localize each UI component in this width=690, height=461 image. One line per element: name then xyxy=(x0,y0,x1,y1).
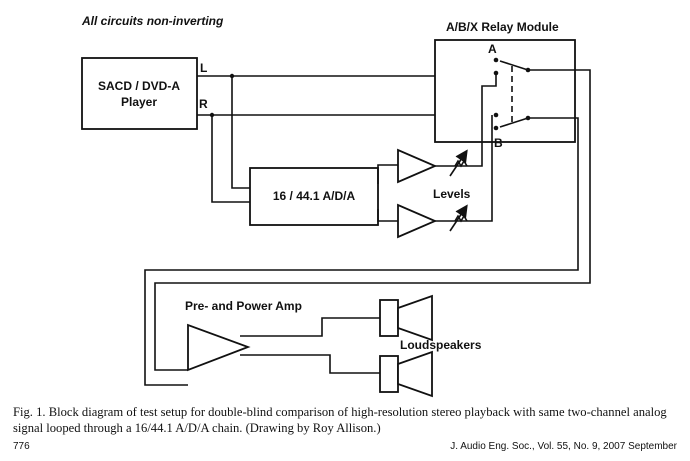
levels-label: Levels xyxy=(433,187,471,201)
figure-caption: Fig. 1. Block diagram of test setup for … xyxy=(13,405,667,435)
relay-input-b-label: B xyxy=(494,136,503,150)
loudspeaker-lower xyxy=(379,350,433,398)
left-output-label: L xyxy=(200,61,207,75)
relay-switches xyxy=(154,57,591,371)
diagram-note: All circuits non-inverting xyxy=(81,14,224,28)
relay-to-amp-wiring xyxy=(144,117,579,386)
power-amp-triangle xyxy=(187,323,251,372)
relay-input-a-label: A xyxy=(488,42,497,56)
level-amp-lower xyxy=(397,115,493,239)
relay-module-box xyxy=(434,39,576,143)
journal-citation: J. Audio Eng. Soc., Vol. 55, No. 9, 2007… xyxy=(450,441,677,452)
amp-to-speakers-wiring xyxy=(240,317,380,374)
player-box xyxy=(81,57,198,130)
ada-converter-box xyxy=(249,167,379,226)
page-number: 776 xyxy=(13,441,30,452)
player-label-line1: SACD / DVD-A xyxy=(98,79,180,93)
ada-converter-label: 16 / 44.1 A/D/A xyxy=(273,189,356,203)
ada-wiring xyxy=(377,164,398,222)
loudspeakers-label: Loudspeakers xyxy=(400,338,482,352)
page-footer: 776 J. Audio Eng. Soc., Vol. 55, No. 9, … xyxy=(13,441,677,452)
right-output-label: R xyxy=(199,97,208,111)
level-amp-upper xyxy=(397,73,497,184)
player-label-line2: Player xyxy=(121,95,157,109)
loudspeaker-upper xyxy=(379,294,433,342)
relay-module-title: A/B/X Relay Module xyxy=(446,20,559,34)
amp-label: Pre- and Power Amp xyxy=(185,299,302,313)
block-diagram: All circuits non-inverting SACD / DVD-A … xyxy=(81,14,591,398)
